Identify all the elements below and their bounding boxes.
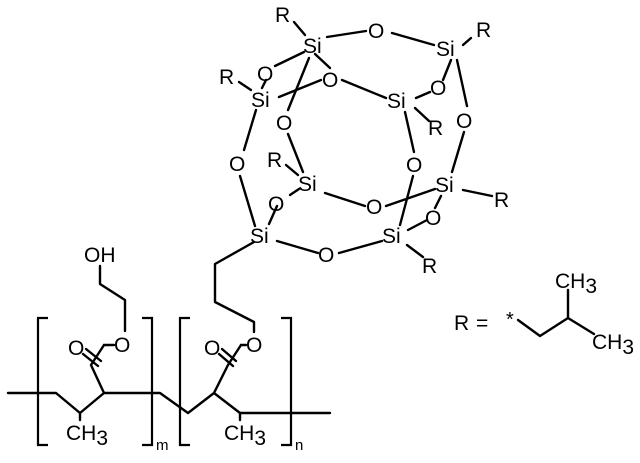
double-bond-co1-b (81, 352, 100, 368)
bracket-m-right (142, 316, 154, 447)
r-group-definition (516, 288, 596, 338)
bond-o-bottom-si8 (337, 239, 384, 255)
r-def-equals: = (476, 312, 488, 335)
methyl-2-label: CH3 (224, 422, 266, 450)
r-6-label: R (494, 189, 509, 212)
bond-si6-o-lowright (433, 194, 443, 210)
r-3-label: R (219, 66, 234, 89)
ester-o-1-label: O (114, 334, 130, 357)
bond-o-mid-si4 (340, 78, 388, 100)
si-2-label: Si (436, 38, 455, 61)
bond-si1-o-top (325, 29, 368, 39)
bond-si1-o-innerleft (286, 56, 311, 112)
r-2-label: R (476, 19, 491, 42)
hydroxyl-label: OH (84, 244, 116, 267)
polymer-backbone (6, 264, 332, 422)
bond-si4-r (413, 106, 431, 123)
bond-o-left-si3 (260, 78, 268, 90)
r-def-attachment: * (506, 309, 514, 331)
o-mid-label: O (322, 69, 338, 92)
o-left-label: O (257, 63, 273, 86)
propyl-linker (213, 240, 256, 334)
bond-o-right-si4 (414, 90, 432, 100)
bond-o-farright-si6 (450, 130, 466, 174)
o-top-label: O (368, 20, 384, 43)
bond-o-top-si2 (390, 31, 436, 47)
si-5-label: Si (298, 173, 317, 196)
bond-si4-o-innerright (403, 110, 416, 154)
bracket-n-left (178, 316, 190, 447)
r-def-methyl-a: CH3 (555, 270, 597, 298)
r-def-methyl-b: CH3 (592, 331, 634, 359)
repeat-n-label: n (295, 437, 303, 454)
si-6-label: Si (435, 174, 454, 197)
bond-si5-r (284, 163, 300, 177)
bond-si3-r (237, 80, 253, 92)
o-center-label: O (366, 196, 382, 219)
bracket-m-left (36, 316, 48, 447)
bond-si3-o-farleft (242, 108, 258, 152)
o-farright-label: O (456, 110, 472, 133)
si-7-label: Si (250, 225, 269, 248)
o-farleft-label: O (229, 153, 245, 176)
r-definition-labels: R = * CH3 CH3 (454, 270, 634, 359)
o-lowright-label: O (425, 207, 441, 230)
bond-si3-o-mid (277, 78, 323, 99)
si-1-label: Si (303, 35, 322, 58)
bond-si1-o-left (273, 50, 306, 68)
bond-si1-o-mid (313, 52, 332, 70)
si-8-label: Si (382, 225, 401, 248)
double-bond-co2-b (217, 352, 235, 368)
o-lowleft-label: O (268, 193, 284, 216)
bracket-n-right (281, 316, 293, 447)
bond-o-center-si6 (384, 187, 437, 208)
isobutyl-chain (516, 288, 570, 338)
methyl-1-label: CH3 (66, 422, 108, 450)
bond-si2-o-farright (455, 58, 469, 108)
bond-o-innerright-si8 (398, 174, 415, 227)
bond-o-innerleft-si5 (286, 132, 305, 174)
backbone-chain (6, 391, 332, 415)
ester-o-2-label: O (246, 334, 262, 357)
double-bond-co1-a (84, 347, 103, 363)
o-right-label: O (430, 77, 446, 100)
isobutyl-branch (566, 316, 596, 336)
bond-o-farleft-si7 (238, 174, 257, 228)
o-innerright-label: O (406, 154, 422, 177)
bond-si6-r (461, 188, 494, 198)
r-8-label: R (422, 255, 437, 278)
r-def-label: R (454, 312, 469, 335)
bond-si1-r (292, 20, 307, 37)
polymer-atom-labels: OH O O O O CH3 CH3 m n (66, 244, 303, 454)
double-bond-co2-a (220, 347, 238, 363)
bond-c1-carbonyl (89, 343, 106, 395)
bond-o-lowright-si8 (406, 218, 429, 232)
o-innerleft-label: O (276, 112, 292, 135)
linker-chain (213, 240, 256, 334)
carbonyl-o-1-label: O (68, 337, 84, 360)
o-bottom-label: O (318, 244, 334, 267)
bond-si2-o-right (441, 58, 453, 82)
r-5-label: R (267, 149, 282, 172)
si-3-label: Si (251, 89, 270, 112)
bond-o-lowleft-si7 (267, 204, 279, 226)
bond-si7-o-bottom (275, 239, 320, 255)
bond-si8-r (405, 243, 425, 259)
bond-si5-o-lowleft (288, 187, 301, 197)
repeat-brackets (36, 316, 293, 447)
si-4-label: Si (387, 90, 406, 113)
r-4-label: R (428, 117, 443, 140)
bond-c2-carbonyl (212, 343, 243, 395)
hydroxyethyl-chain (98, 264, 127, 333)
repeat-m-label: m (156, 437, 169, 454)
bond-si5-o-center (323, 191, 367, 208)
cage-bonds (237, 20, 494, 259)
r-1-label: R (275, 4, 290, 27)
bond-si2-r (461, 36, 473, 47)
carbonyl-o-2-label: O (204, 337, 220, 360)
cage-atom-labels: Si Si Si Si Si Si Si Si O O O O O O O O … (219, 4, 509, 278)
